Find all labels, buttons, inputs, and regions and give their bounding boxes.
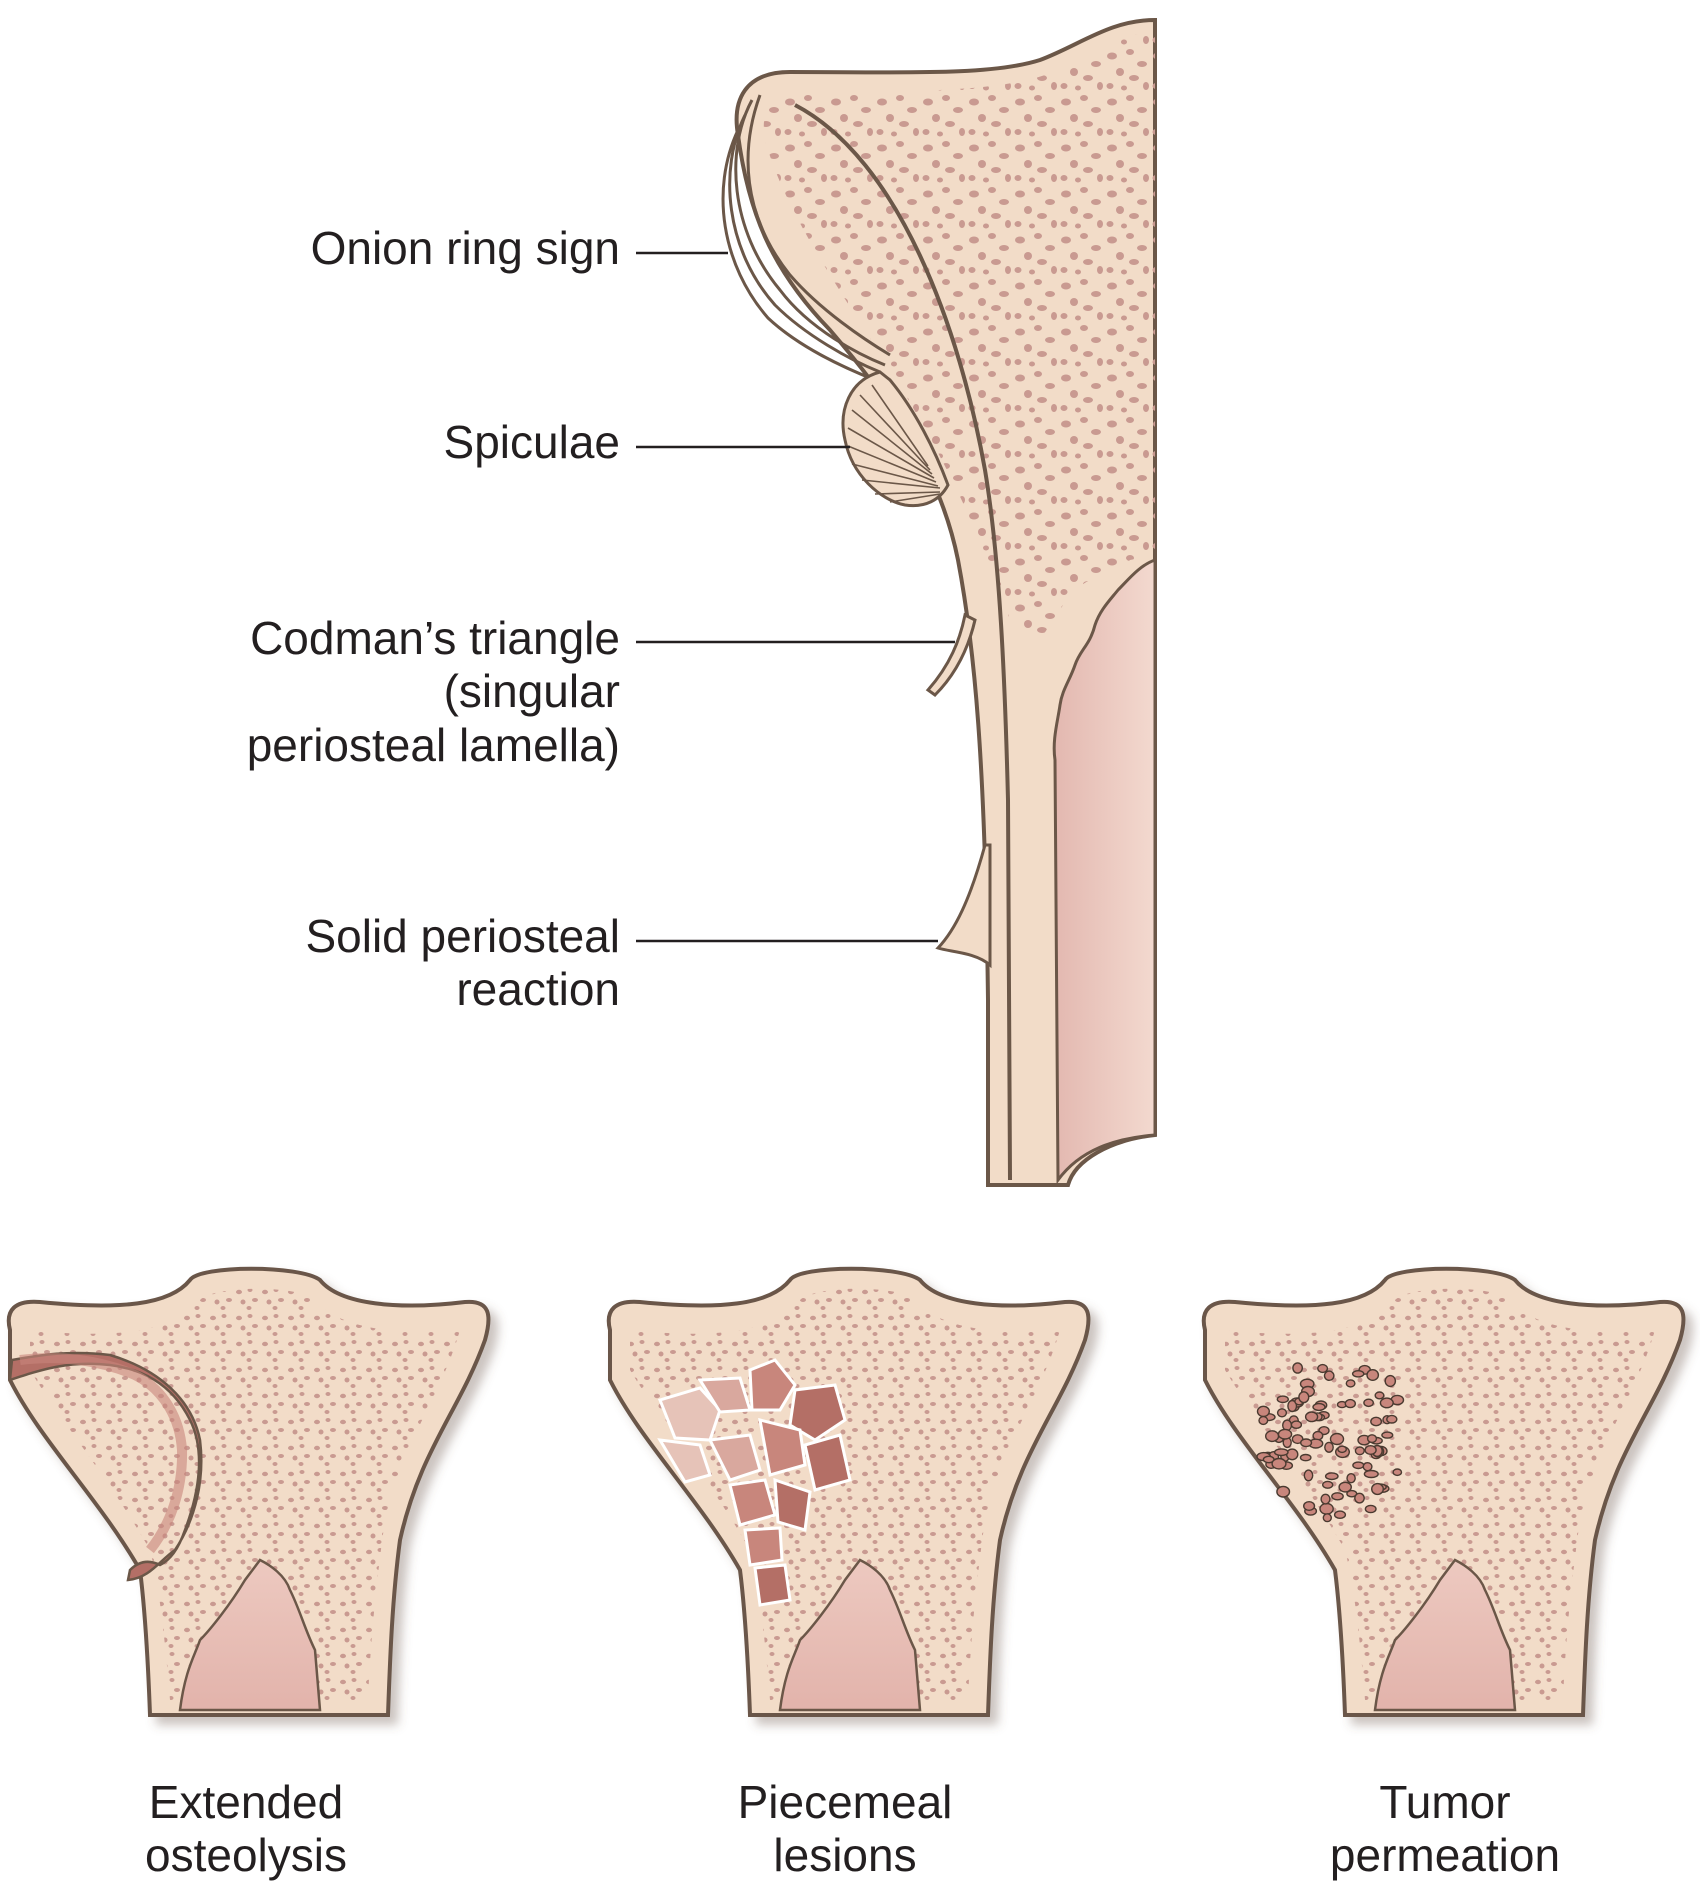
permeation-cell bbox=[1302, 1500, 1316, 1511]
permeation-cell bbox=[1364, 1444, 1377, 1455]
permeation-cell bbox=[1345, 1379, 1356, 1388]
permeation-cell bbox=[1304, 1411, 1319, 1423]
label-line: Onion ring sign bbox=[310, 222, 620, 274]
permeation-cell bbox=[1276, 1395, 1290, 1404]
permeation-cell bbox=[1323, 1370, 1335, 1381]
caption-extended-osteolysis: Extended osteolysis bbox=[96, 1776, 396, 1883]
permeation-cell bbox=[1329, 1432, 1345, 1446]
permeation-cell bbox=[1386, 1414, 1398, 1424]
permeation-cell bbox=[1287, 1399, 1298, 1413]
permeation-cell bbox=[1321, 1480, 1334, 1489]
permeation-cell bbox=[1256, 1405, 1271, 1418]
caption-line: Tumor bbox=[1379, 1776, 1511, 1828]
permeation-cell bbox=[1299, 1453, 1312, 1462]
label-codmans-triangle: Codman’s triangle (singular periosteal l… bbox=[247, 612, 620, 772]
permeation-cell bbox=[1351, 1370, 1365, 1378]
label-spiculae: Spiculae bbox=[444, 416, 620, 469]
piecemeal-fragments bbox=[657, 1358, 852, 1607]
codman-triangle bbox=[925, 612, 977, 697]
permeation-cell bbox=[1322, 1513, 1333, 1523]
onion-ring-lamellae bbox=[721, 94, 891, 382]
label-line: periosteal lamella) bbox=[246, 718, 620, 771]
permeation-cell bbox=[1320, 1493, 1331, 1505]
panel-3-detail bbox=[1225, 1288, 1655, 1712]
leader-lines bbox=[636, 251, 955, 943]
long-bone-section bbox=[721, 17, 1157, 1187]
permeation-cell bbox=[1285, 1448, 1299, 1461]
label-line: Codman’s triangle bbox=[250, 612, 620, 664]
permeation-cell bbox=[1344, 1398, 1357, 1409]
permeation-cell bbox=[1331, 1492, 1344, 1501]
permeation-cell bbox=[1346, 1472, 1356, 1484]
permeation-cell bbox=[1299, 1438, 1313, 1448]
permeation-cell bbox=[1312, 1402, 1326, 1412]
permeation-cell bbox=[1324, 1472, 1339, 1481]
permeation-cell bbox=[1324, 1441, 1334, 1453]
permeation-cell bbox=[1317, 1363, 1329, 1374]
label-onion-ring-sign: Onion ring sign bbox=[311, 222, 620, 275]
permeation-cell bbox=[1354, 1492, 1365, 1504]
permeation-cell bbox=[1370, 1482, 1384, 1496]
permeation-cell bbox=[1298, 1391, 1310, 1404]
permeation-cell bbox=[1271, 1457, 1287, 1470]
caption-line: permeation bbox=[1329, 1829, 1561, 1882]
permeation-cell bbox=[1363, 1398, 1375, 1408]
cortex-inner-line bbox=[794, 103, 1012, 1181]
label-solid-periosteal-reaction: Solid periosteal reaction bbox=[305, 910, 620, 1017]
caption-line: Piecemeal bbox=[737, 1776, 953, 1828]
permeation-cell bbox=[1363, 1469, 1379, 1479]
spongy-bone bbox=[763, 32, 1155, 640]
permeation-cell bbox=[1337, 1445, 1348, 1454]
permeation-cell bbox=[1374, 1391, 1385, 1400]
permeation-cell bbox=[1258, 1415, 1269, 1426]
spiculae bbox=[841, 370, 950, 508]
permeation-cell bbox=[1352, 1461, 1365, 1470]
permeation-cell bbox=[1366, 1434, 1378, 1444]
caption-line: Extended bbox=[148, 1776, 344, 1828]
permeation-cell bbox=[1277, 1428, 1293, 1440]
medullary-canal bbox=[1052, 557, 1157, 1185]
label-line: Solid periosteal bbox=[305, 910, 620, 962]
permeation-cell bbox=[1273, 1448, 1289, 1457]
permeation-cell bbox=[1362, 1461, 1373, 1472]
label-line: (singular bbox=[443, 665, 620, 718]
caption-piecemeal-lesions: Piecemeal lesions bbox=[695, 1776, 995, 1883]
panel-2-detail bbox=[630, 1288, 1060, 1712]
permeation-cell bbox=[1354, 1446, 1365, 1456]
permeation-cell bbox=[1333, 1510, 1347, 1519]
permeation-cell bbox=[1292, 1362, 1304, 1374]
permeation-cell bbox=[1366, 1368, 1380, 1381]
permeation-cell bbox=[1276, 1485, 1291, 1498]
permeation-cell bbox=[1264, 1430, 1280, 1443]
panel-1-detail bbox=[8, 1288, 460, 1712]
label-line: Spiculae bbox=[443, 416, 620, 468]
permeation-cell bbox=[1303, 1469, 1314, 1482]
permeation-cell bbox=[1370, 1416, 1383, 1427]
permeation-cell bbox=[1276, 1408, 1288, 1418]
caption-tumor-permeation: Tumor permeation bbox=[1295, 1776, 1595, 1883]
solid-periosteal-reaction bbox=[935, 843, 992, 969]
permeation-cell bbox=[1379, 1397, 1394, 1409]
permeation-cluster bbox=[1256, 1362, 1405, 1523]
permeation-cell bbox=[1381, 1431, 1394, 1439]
permeation-cell bbox=[1364, 1504, 1377, 1514]
permeation-cell bbox=[1290, 1420, 1303, 1429]
caption-line: osteolysis bbox=[145, 1829, 347, 1882]
label-line: reaction bbox=[456, 963, 620, 1016]
permeation-cell bbox=[1384, 1374, 1397, 1388]
permeation-cell bbox=[1338, 1481, 1352, 1493]
permeation-cell bbox=[1319, 1502, 1334, 1515]
caption-line: lesions bbox=[773, 1829, 917, 1882]
osteolysis-defect bbox=[8, 1351, 203, 1582]
permeation-cell bbox=[1392, 1468, 1403, 1477]
